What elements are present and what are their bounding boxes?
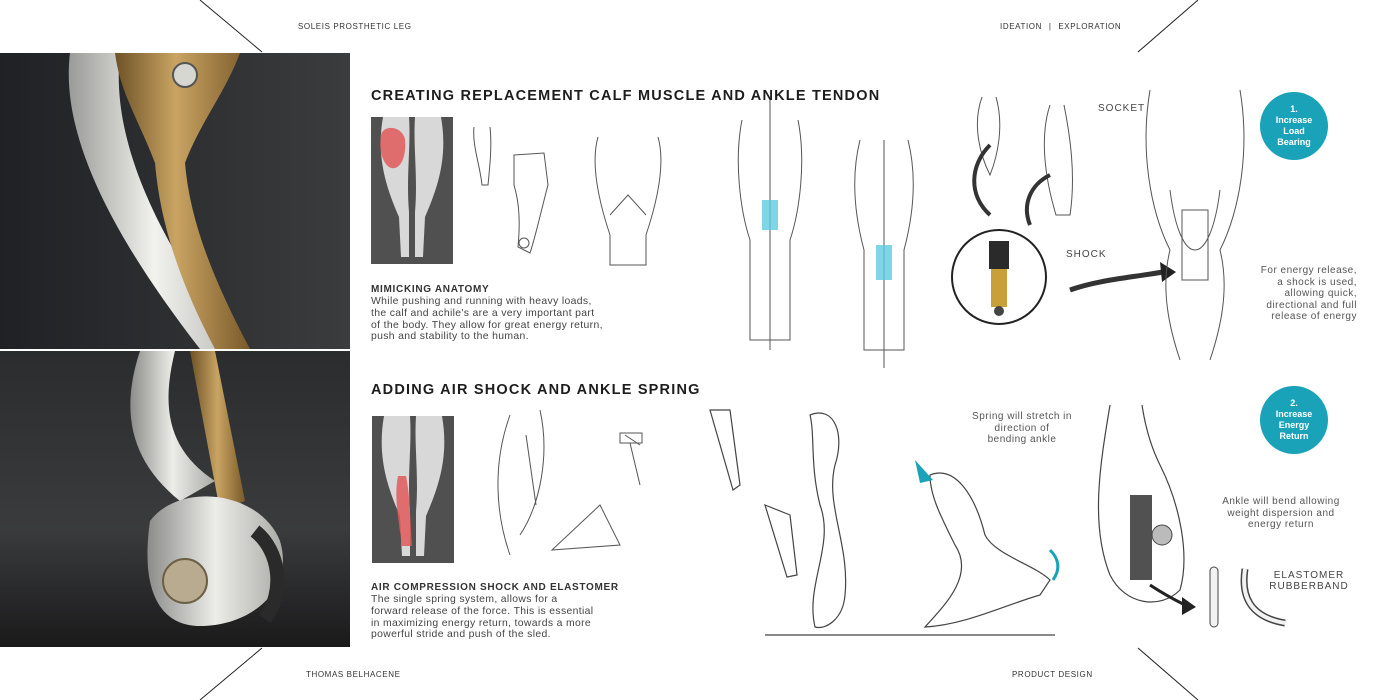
label-shock: SHOCK <box>1066 249 1107 260</box>
note-line: direction of <box>994 422 1050 434</box>
header-left: SOLEIS PROSTHETIC LEG <box>298 22 412 31</box>
note-spring-stretch: Spring will stretch in direction of bend… <box>962 411 1082 446</box>
label-line: RUBBERBAND <box>1269 581 1349 592</box>
shock-absorber-icon <box>989 241 1009 316</box>
note-ankle-bend: Ankle will bend allowing weight dispersi… <box>1214 496 1348 531</box>
note-energy-release: For energy release, a shock is used, all… <box>1240 265 1357 323</box>
header-right-a: IDEATION <box>1000 22 1042 31</box>
body-mimicking-anatomy: While pushing and running with heavy loa… <box>371 296 641 343</box>
product-photo-bottom <box>0 351 350 647</box>
header-right: IDEATION | EXPLORATION <box>1000 22 1121 31</box>
body-line: The single spring system, allows for a <box>371 594 558 605</box>
badge-line: Increase <box>1275 115 1313 125</box>
badge-increase-energy-return: 2. Increase Energy Return <box>1260 386 1328 454</box>
subtitle-mimicking-anatomy: MIMICKING ANATOMY <box>371 284 490 295</box>
note-line: bending ankle <box>987 434 1057 446</box>
elastomer-rubberband-icon <box>1209 566 1286 628</box>
body-line: the calf and achile's are a very importa… <box>371 307 595 319</box>
shock-absorber-photo <box>951 229 1047 325</box>
calf-sketches <box>473 126 662 266</box>
note-line: weight dispersion and <box>1227 507 1335 519</box>
calf-xray-image <box>371 117 453 264</box>
achilles-xray-image <box>372 416 454 563</box>
section-title-air-shock: ADDING AIR SHOCK AND ANKLE SPRING <box>371 382 701 398</box>
prosthetic-leg-render-top <box>68 53 250 349</box>
body-line: push and stability to the human. <box>371 331 529 343</box>
body-line: of the body. They allow for great energy… <box>371 319 603 331</box>
note-line: energy return <box>1248 519 1314 531</box>
ankle-assembly-sketch <box>1097 404 1196 615</box>
body-line: While pushing and running with heavy loa… <box>371 296 592 307</box>
socket-sketches <box>972 96 1073 226</box>
label-socket: SOCKET <box>1098 103 1146 114</box>
badge-line: 1. <box>1290 104 1298 114</box>
badge-line: Increase <box>1275 409 1313 419</box>
prosthetic-ankle-render <box>130 351 285 626</box>
shock-arrow-icon <box>1069 262 1176 293</box>
label-elastomer-rubberband: ELASTOMER RUBBERBAND <box>1262 570 1356 592</box>
badge-line: Bearing <box>1277 137 1311 147</box>
section-title-calf: CREATING REPLACEMENT CALF MUSCLE AND ANK… <box>371 88 881 104</box>
note-line: For energy release, <box>1260 265 1357 276</box>
body-line: powerful stride and push of the sled. <box>371 629 551 641</box>
badge-line: Load <box>1283 126 1305 136</box>
header-right-b: EXPLORATION <box>1058 22 1122 31</box>
ankle-spring-sketches <box>497 409 643 556</box>
footer-left: THOMAS BELHACENE <box>306 670 401 679</box>
subtitle-air-compression: AIR COMPRESSION SHOCK AND ELASTOMER <box>371 582 619 593</box>
label-line: ELASTOMER <box>1273 570 1345 581</box>
footer-right: PRODUCT DESIGN <box>1012 670 1093 679</box>
badge-line: Return <box>1279 431 1309 441</box>
note-line: allowing quick, <box>1284 288 1357 300</box>
badge-line: Energy <box>1278 420 1310 430</box>
body-line: in maximizing energy return, towards a m… <box>371 617 592 629</box>
shock-cross-section-sketches <box>737 100 914 368</box>
note-line: directional and full <box>1266 299 1357 311</box>
spring-foot-sketches <box>709 409 1060 636</box>
note-line: release of energy <box>1271 311 1357 323</box>
note-line: Ankle will bend allowing <box>1222 496 1340 507</box>
body-line: forward release of the force. This is es… <box>371 605 594 617</box>
body-air-compression: The single spring system, allows for a f… <box>371 594 641 641</box>
note-line: a shock is used, <box>1277 276 1357 288</box>
badge-line: 2. <box>1290 398 1298 408</box>
note-line: Spring will stretch in <box>972 411 1072 422</box>
header-separator: | <box>1048 22 1052 31</box>
socket-assembly-sketch <box>1145 89 1245 361</box>
product-photo-top <box>0 53 350 349</box>
badge-increase-load-bearing: 1. Increase Load Bearing <box>1260 92 1328 160</box>
